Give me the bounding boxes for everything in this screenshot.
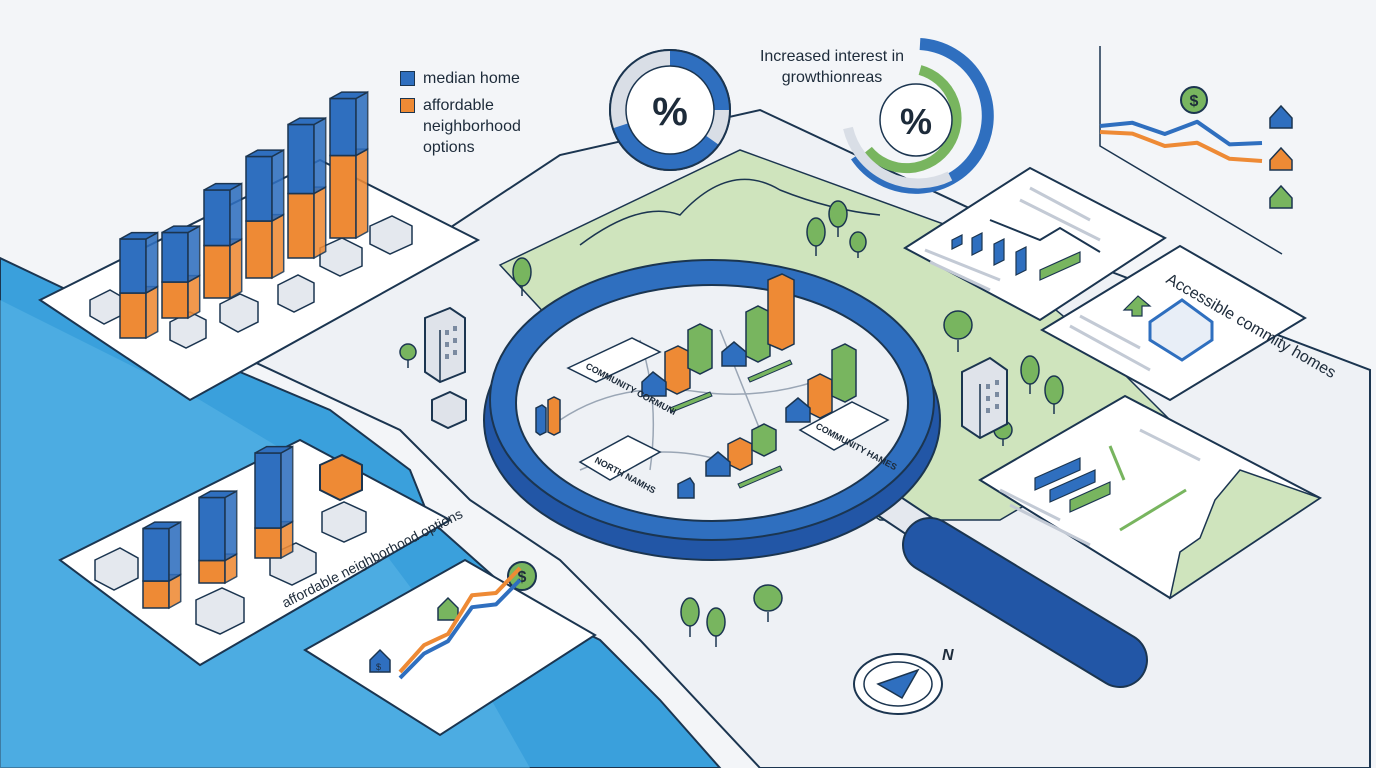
legend-item-affordable: affordable neighborhood options [400, 95, 570, 158]
chart-legend: median home affordable neighborhood opti… [400, 68, 570, 164]
bar-segment-median [287, 116, 327, 195]
bar-segment-affordable [287, 185, 327, 260]
chart-line-series-2 [1099, 130, 1263, 163]
orange-cube [319, 453, 363, 502]
magnifying-glass-icon: COMMUNITY CORMUNI NORTH NAMHS COMMUNITY … [483, 259, 1148, 688]
bar-segment-median [329, 90, 369, 157]
legend-swatch-orange [400, 98, 415, 113]
bar-segment-median [198, 489, 238, 562]
magnifier-handle-fill [904, 519, 1146, 686]
bar-segment-affordable [245, 213, 285, 280]
bar-segment-median [254, 445, 294, 530]
svg-text:$: $ [376, 662, 381, 672]
compass-north-label: N [942, 647, 954, 664]
bar-segment-median [161, 224, 201, 284]
legend-item-median-home: median home [400, 68, 570, 89]
bar-segment-affordable [254, 520, 294, 560]
compass-icon: N [853, 647, 954, 715]
donut-left: % [609, 49, 731, 171]
dollar-coin-top-icon: $ [1180, 86, 1208, 114]
bar-segment-affordable [119, 285, 159, 340]
bar-segment-median [203, 182, 243, 247]
line-panel-bottom: $ $ [303, 558, 597, 737]
house-icon-blue: $ [369, 648, 391, 673]
house-icon-green [437, 596, 459, 621]
line-chart-top [1099, 119, 1263, 163]
chart-line-series-1 [398, 566, 522, 674]
arrow-up-icon [1122, 295, 1152, 317]
bar-chart-bottom [142, 445, 294, 610]
tower-building-left [424, 306, 466, 384]
percent-symbol-right: % [900, 101, 932, 142]
interest-callout: Increased interest in growthionreas [759, 48, 905, 86]
bar-segment-median [142, 520, 182, 583]
panel-trend-right-bottom [978, 394, 1322, 600]
small-building-left [431, 390, 467, 430]
chart-line-series-2 [398, 578, 522, 680]
svg-text:$: $ [1190, 93, 1199, 110]
legend-label: affordable neighborhood options [423, 97, 521, 156]
lens-houses [641, 341, 811, 499]
lens-text-bars [669, 359, 793, 489]
bar-segment-affordable [329, 147, 369, 240]
house-outline-icon [1148, 298, 1214, 362]
line-chart-top-right [1099, 46, 1283, 255]
lens-roads [559, 329, 821, 471]
panel-chart-right-top [903, 166, 1167, 322]
percent-symbol-left: % [652, 90, 688, 134]
bar-segment-median [245, 148, 285, 223]
bar-chart-top [119, 90, 369, 340]
legend-swatch-blue [400, 71, 415, 86]
donut-right: % [843, 38, 994, 194]
legend-label: median home [423, 70, 520, 87]
svg-text:$: $ [518, 569, 527, 586]
bar-segment-median [119, 231, 159, 295]
lens-bars [535, 273, 857, 471]
line-chart-bottom [398, 566, 522, 680]
hill-lines [579, 178, 881, 246]
house-icons-right [1269, 104, 1293, 209]
tower-building-right [961, 356, 1008, 440]
bar-segment-affordable [203, 237, 243, 300]
chart-line-series-1 [1099, 119, 1263, 147]
